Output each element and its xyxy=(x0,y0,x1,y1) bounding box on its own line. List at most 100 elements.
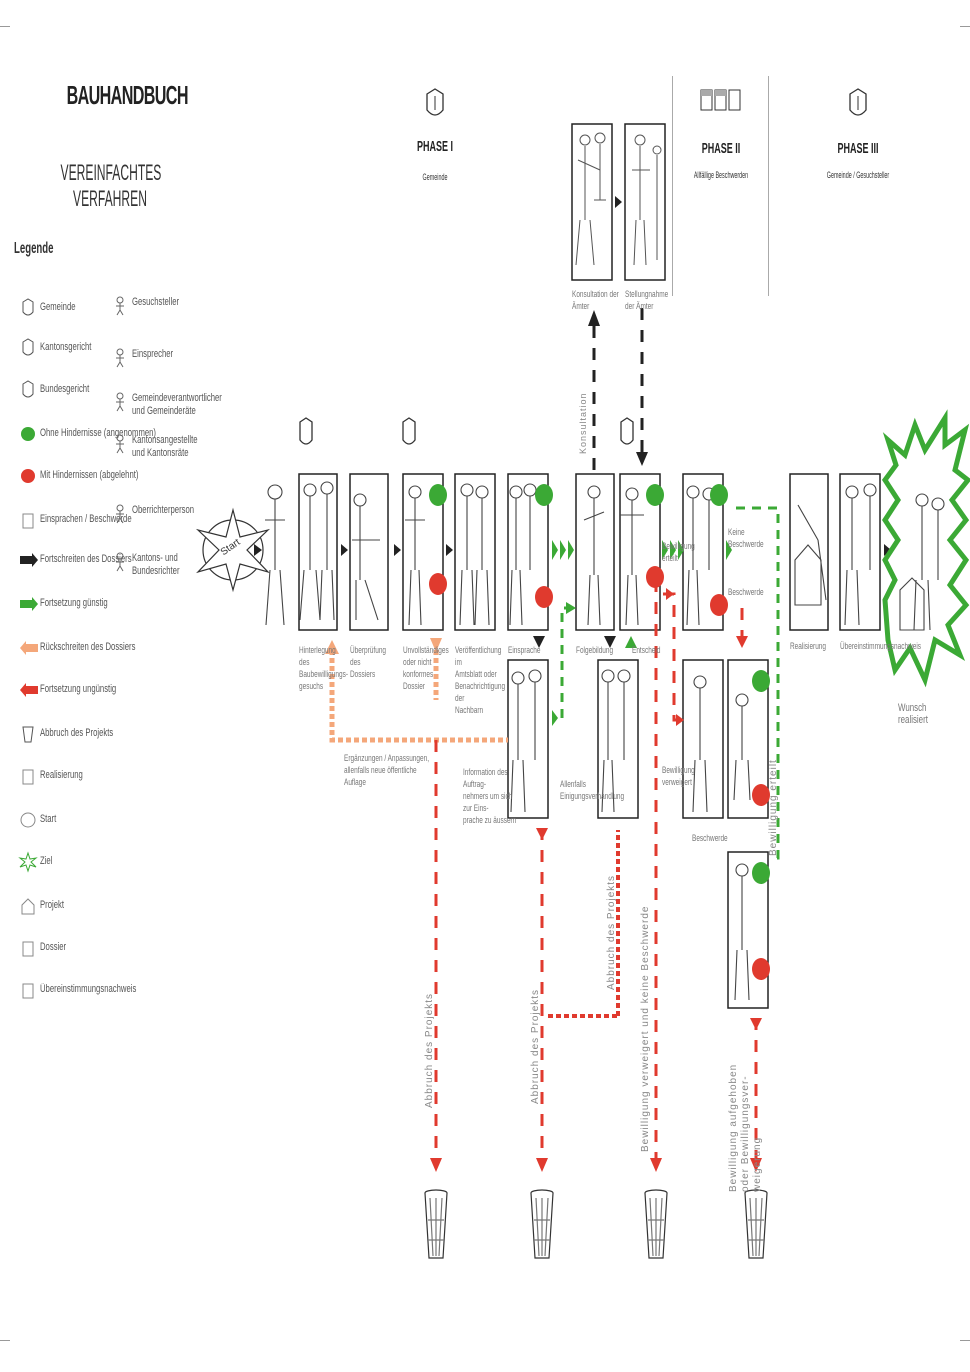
vertical-label-verweigert: Bewilligung verweigert und keine Beschwe… xyxy=(640,905,651,1152)
smiley-sad-icon xyxy=(646,566,664,588)
vertical-label-abbruch-1: Abbruch des Projekts xyxy=(424,992,435,1108)
legend-arms-icon xyxy=(22,380,34,398)
legend-arms-icon xyxy=(22,298,34,316)
vertical-label-konsultation: Konsultation xyxy=(578,392,588,454)
coat-of-arms-icon xyxy=(849,88,867,116)
phase-2-title: PHASE II xyxy=(701,140,741,157)
caption-beschwerde: Beschwerde xyxy=(728,587,764,597)
legend-person-icon xyxy=(116,504,124,524)
caption-veroeffentlichung: Veröffentlichung im Amtsblatt oder Benac… xyxy=(455,645,506,715)
smiley-happy-icon xyxy=(646,484,664,506)
legend-sad-icon xyxy=(21,469,35,483)
legend-label: Oberrichterperson xyxy=(132,504,195,516)
legend-person-icon xyxy=(116,296,124,316)
legend-label: Realisierung xyxy=(40,769,83,781)
caption-unvollstaendig: Unvollständiges oder nicht konformes Dos… xyxy=(403,645,449,691)
legend-label: Mit Hindernissen (abgelehnt) xyxy=(40,469,139,481)
caption-folgebildung: Folgebildung xyxy=(576,645,614,655)
legend-label: Ohne Hindernisse (angenommen) xyxy=(40,427,156,439)
caption-wunsch: Wunsch realisiert xyxy=(898,702,928,726)
legend-label: Dossier xyxy=(40,941,67,953)
smiley-sad-icon xyxy=(752,958,770,980)
caption-hinterlegung: Hinterlegung des Baubewilligungs- gesuch… xyxy=(299,645,348,691)
caption-bewilligung-verweigert: Bewilligung verweigert xyxy=(662,765,695,787)
phase-3-title: PHASE III xyxy=(837,140,879,157)
caption-allenfalls: Allenfalls Einigungsverhandlung xyxy=(560,779,625,801)
legend-label: Einsprecher xyxy=(132,348,174,360)
legend-plain-icon xyxy=(22,769,34,785)
legend-plain-icon xyxy=(22,983,34,999)
smiley-happy-icon xyxy=(710,484,728,506)
caption-realisierung: Realisierung xyxy=(790,641,827,651)
start-star-icon xyxy=(195,507,271,593)
caption-entscheid: Entscheid xyxy=(632,645,661,655)
smiley-happy-icon xyxy=(535,484,553,506)
legend-label: Gesuchsteller xyxy=(132,296,180,308)
caption-information: Information des Auftrag- nehmers um sich… xyxy=(463,767,517,825)
legend-label: Start xyxy=(40,813,57,825)
legend-plain-icon xyxy=(22,513,34,529)
caption-beschwerde-2: Beschwerde xyxy=(692,833,728,843)
legend-star-icon xyxy=(20,812,36,828)
legend-back-icon xyxy=(20,641,38,655)
smiley-sad-icon xyxy=(535,586,553,608)
vertical-label-erteilt: Bewilligung erteilt xyxy=(768,759,779,856)
legend-label: Kantonsangestellte und Kantonsräte xyxy=(132,434,198,459)
caption-stellungnahme: Stellungnahme der Ämter xyxy=(625,289,669,311)
caption-bewilligung-erteilt: Bewilligung erteilt xyxy=(662,541,695,563)
legend-label: Bundesgericht xyxy=(40,383,90,395)
crop-mark xyxy=(0,1340,10,1341)
legend-label: Fortsetzung günstig xyxy=(40,597,108,609)
smiley-sad-icon xyxy=(710,594,728,616)
crop-mark xyxy=(960,26,970,27)
coat-of-arms-icon xyxy=(426,88,444,116)
legend-arms-icon xyxy=(22,338,34,356)
legend-plain-icon xyxy=(22,941,34,957)
phase-1-subtitle: Gemeinde xyxy=(422,172,448,182)
crop-mark xyxy=(960,1340,970,1341)
coat-of-arms-icon xyxy=(299,417,634,445)
phase-3-subtitle: Gemeinde / Gesuchsteller xyxy=(826,170,890,180)
legend-house-icon xyxy=(21,898,35,915)
legend-person-icon xyxy=(116,552,124,572)
smiley-sad-icon xyxy=(429,573,447,595)
legend-label: Projekt xyxy=(40,899,64,911)
smiley-happy-icon xyxy=(752,670,770,692)
courts-icon xyxy=(700,89,741,111)
vertical-label-abbruch-2: Abbruch des Projekts xyxy=(530,988,541,1104)
legend-label: Ziel xyxy=(40,855,53,867)
legend-label: Übereinstimmungsnachweis xyxy=(40,983,137,995)
goal-burst-icon xyxy=(881,409,970,688)
legend-label: Fortschreiten des Dossiers xyxy=(40,553,132,565)
legend-happy-icon xyxy=(21,427,35,441)
legend-bin-icon xyxy=(22,726,34,743)
vertical-label-aufgehoben: Bewilligung aufgehoben oder Bewilligungs… xyxy=(728,1063,763,1192)
legend-red-icon xyxy=(20,683,38,697)
caption-konsultation: Konsultation der Ämter xyxy=(572,289,619,311)
caption-uebereinstimmung: Übereinstimmungsnachweis xyxy=(840,641,922,651)
phase-divider xyxy=(768,76,769,296)
legend-label: Rückschreiten des Dossiers xyxy=(40,641,136,653)
legend-label: Gemeindeverantwortlicher und Gemeinderät… xyxy=(132,392,222,417)
legend-label: Einsprachen / Beschwerde xyxy=(40,513,132,525)
legend-title: Legende xyxy=(14,240,54,257)
legend-green-icon xyxy=(20,597,38,611)
phase-2-subtitle: Allfällige Beschwerden xyxy=(693,170,749,180)
legend-label: Abbruch des Projekts xyxy=(40,727,114,739)
caption-einsprache: Einsprache xyxy=(508,645,541,655)
caption-keine-beschwerde: Keine Beschwerde xyxy=(728,527,764,549)
smiley-happy-icon xyxy=(752,862,770,884)
legend-person-icon xyxy=(116,434,124,454)
smiley-sad-icon xyxy=(752,784,770,806)
phase-1-title: PHASE I xyxy=(416,138,453,155)
vertical-label-abbruch-3: Abbruch des Projekts xyxy=(606,874,617,990)
phase-divider xyxy=(672,76,673,296)
legend-label: Gemeinde xyxy=(40,301,76,313)
legend-label: Kantons- und Bundesrichter xyxy=(132,552,180,577)
trash-bin-icon xyxy=(424,1189,768,1259)
caption-ueberpruefung: Überprüfung des Dossiers xyxy=(350,645,387,679)
caption-ergaenzungen: Ergänzungen / Anpassungen, allenfalls ne… xyxy=(344,753,430,787)
legend-label: Fortsetzung ungünstig xyxy=(40,683,117,695)
legend-fwd-icon xyxy=(20,553,38,567)
